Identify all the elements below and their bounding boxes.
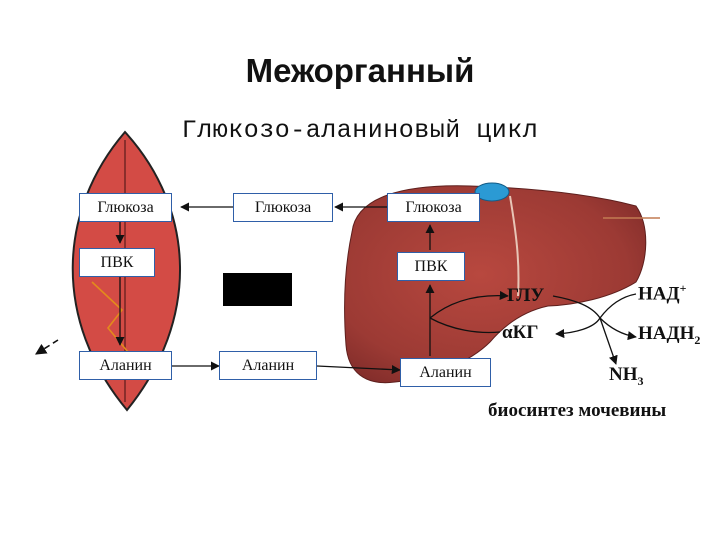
liver-pvk-box: ПВК xyxy=(397,252,465,281)
page-subtitle: Глюкозо-аланиновый цикл xyxy=(181,116,539,145)
page-title: Межорганный xyxy=(245,52,475,89)
muscle-alanine-box: Аланин xyxy=(79,351,172,380)
akg-label: αКГ xyxy=(502,322,539,343)
glu-label: ГЛУ xyxy=(507,285,545,306)
liver-ligament xyxy=(509,195,520,297)
muscle-pvk-box: ПВК xyxy=(79,248,155,277)
arrow-transamination-glu xyxy=(429,290,509,319)
gallbladder xyxy=(474,182,510,202)
arrow-to-nh3 xyxy=(599,317,618,365)
nad-label: НАД+ xyxy=(638,281,687,305)
urea-synthesis-label: биосинтез мочевины xyxy=(488,400,667,421)
arrow-branch-to-akg xyxy=(555,317,601,339)
liver-glucose-box: Глюкоза xyxy=(387,193,480,222)
black-block xyxy=(223,273,292,306)
arrow-blood-to-liver-alanine xyxy=(316,365,401,375)
arrow-dashed-out xyxy=(35,339,59,355)
nh3-label: NH3 xyxy=(609,364,644,388)
liver-alanine-box: Аланин xyxy=(400,358,491,387)
blood-glucose-box: Глюкоза xyxy=(233,193,333,222)
muscle-glucose-box: Глюкоза xyxy=(79,193,172,222)
blood-alanine-box: Аланин xyxy=(219,351,317,380)
line-nad-in xyxy=(599,293,637,319)
line-glu-to-branch xyxy=(552,295,601,319)
arrow-nadh-out xyxy=(599,317,637,341)
nadh-label: НАДН2 xyxy=(638,323,701,347)
line-transamination-akg xyxy=(429,317,501,334)
